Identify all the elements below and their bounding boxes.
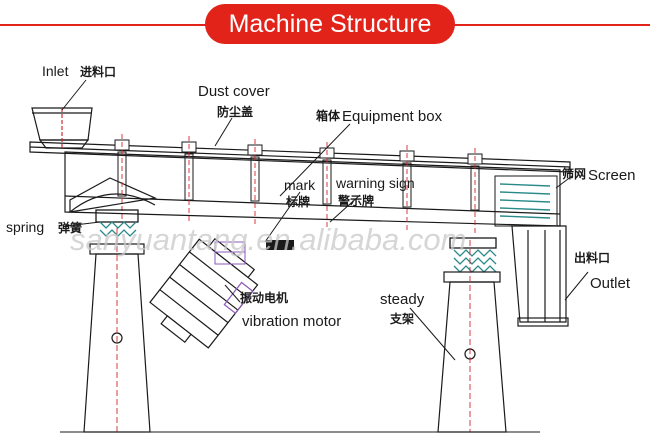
right-support-pillar: [437, 240, 507, 433]
leader-lines: [61, 79, 589, 361]
springs: [95, 209, 497, 273]
vibration-motor-cn-label: 振动电机: [240, 290, 288, 305]
equipment-box-cn-label: 箱体: [316, 108, 341, 123]
steady-cn-label: 支架: [389, 311, 414, 326]
equipment-box-label: Equipment box: [342, 108, 443, 125]
screen-label: Screen: [588, 167, 636, 184]
outlet-chute: [511, 225, 569, 327]
left-support-pillar: [83, 228, 151, 433]
spring-label: spring: [6, 219, 44, 235]
mark-plate: [266, 240, 294, 250]
vibration-motor: [149, 237, 259, 349]
warning-sign-label: warning sign: [335, 175, 415, 191]
screen-mesh: [499, 183, 551, 219]
steady-label: steady: [380, 291, 425, 308]
screen-cn-label: 筛网: [562, 166, 586, 181]
inlet-label: Inlet: [42, 63, 69, 79]
banner-pill: [205, 4, 455, 44]
mark-cn-label: 标牌: [285, 194, 310, 209]
page-title: Machine Structure: [228, 10, 432, 38]
inlet-cn-label: 进料口: [80, 64, 116, 79]
watermark: sanyuantang.en.alibaba.com: [70, 222, 466, 257]
post-centerlines: [121, 134, 476, 234]
motor-bracket: [214, 241, 246, 265]
inlet-hopper: [31, 107, 93, 149]
spring-cn-label: 弹簧: [58, 220, 82, 235]
banner-line-right: [450, 24, 650, 26]
outlet-label: Outlet: [590, 275, 631, 292]
dust-cover-label: Dust cover: [198, 83, 270, 100]
dust-cover-cn-label: 防尘盖: [217, 104, 253, 119]
mark-label: mark: [284, 177, 316, 193]
warning-sign-cn-label: 警示牌: [337, 193, 374, 208]
banner-line-left: [0, 24, 210, 26]
vibration-motor-label: vibration motor: [242, 313, 341, 330]
outlet-cn-label: 出料口: [574, 250, 610, 265]
header-banner: Machine Structure: [0, 0, 650, 48]
